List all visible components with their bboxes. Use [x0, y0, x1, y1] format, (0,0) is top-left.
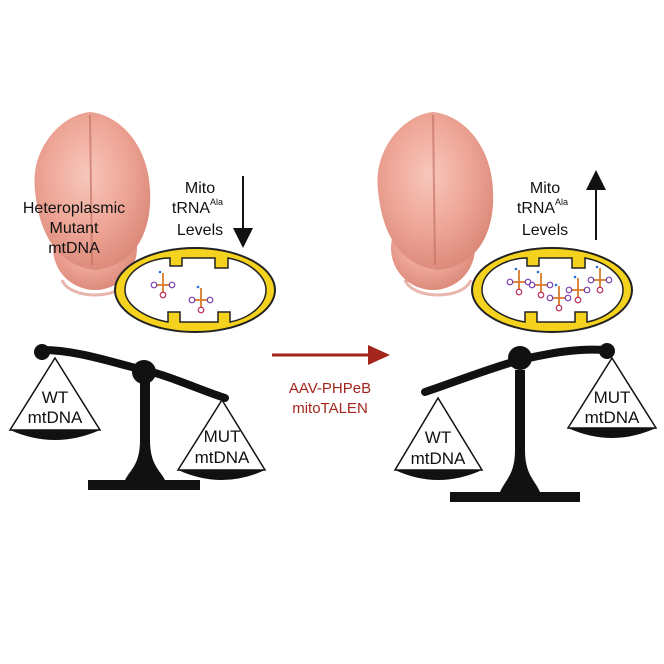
svg-text:Ala: Ala: [210, 197, 223, 207]
svg-text:Levels: Levels: [522, 222, 568, 239]
svg-text:Heteroplasmic: Heteroplasmic: [23, 200, 125, 217]
svg-text:mtDNA: mtDNA: [195, 448, 250, 467]
brain-image-right: [377, 112, 494, 297]
svg-text:mtDNA: mtDNA: [585, 408, 640, 427]
trna-icon: [188, 285, 214, 314]
trna-icon: [587, 265, 613, 294]
svg-text:Ala: Ala: [555, 197, 568, 207]
mito-trna-label-left: Mito tRNA Ala Levels: [172, 180, 223, 239]
svg-text:WT: WT: [42, 388, 68, 407]
right-panel: Mito tRNA Ala Levels WT mtDNA: [377, 112, 658, 502]
svg-text:mtDNA: mtDNA: [48, 240, 100, 257]
pan-mut-left: MUT mtDNA: [176, 398, 267, 480]
trna-icon: [506, 267, 532, 296]
trna-icon: [565, 275, 591, 304]
mitochondrion-right: [471, 247, 633, 333]
svg-text:Mutant: Mutant: [50, 220, 99, 237]
mitochondrion-left: [114, 247, 276, 333]
svg-text:MUT: MUT: [594, 388, 631, 407]
treatment-label-line2: mitoTALEN: [292, 400, 368, 417]
pan-mut-right: MUT mtDNA: [566, 356, 658, 438]
treatment-arrow: AAV-PHPeB mitoTALEN: [272, 345, 390, 417]
trna-icon: [528, 270, 554, 299]
svg-text:mtDNA: mtDNA: [28, 408, 83, 427]
balance-scale-right: WT mtDNA MUT mtDNA: [393, 343, 658, 502]
pan-wt-left: WT mtDNA: [8, 356, 102, 440]
svg-text:tRNA: tRNA: [517, 200, 556, 217]
svg-text:Levels: Levels: [177, 222, 223, 239]
svg-text:WT: WT: [425, 428, 451, 447]
balance-scale-left: WT mtDNA MUT mtDNA: [8, 344, 267, 490]
trna-icon: [150, 270, 176, 299]
treatment-label-line1: AAV-PHPeB: [289, 380, 371, 397]
svg-text:tRNA: tRNA: [172, 200, 211, 217]
left-panel: Heteroplasmic Mutant mtDNA Mito tRNA Ala…: [8, 112, 276, 490]
brain-image-left: [34, 112, 151, 297]
brain-label-left: Heteroplasmic Mutant mtDNA: [23, 200, 125, 257]
svg-text:mtDNA: mtDNA: [411, 449, 466, 468]
pan-wt-right: WT mtDNA: [393, 396, 484, 480]
svg-text:Mito: Mito: [530, 180, 560, 197]
mito-trna-label-right: Mito tRNA Ala Levels: [517, 180, 568, 239]
svg-text:MUT: MUT: [204, 427, 241, 446]
svg-text:Mito: Mito: [185, 180, 215, 197]
trna-icon: [546, 283, 572, 312]
